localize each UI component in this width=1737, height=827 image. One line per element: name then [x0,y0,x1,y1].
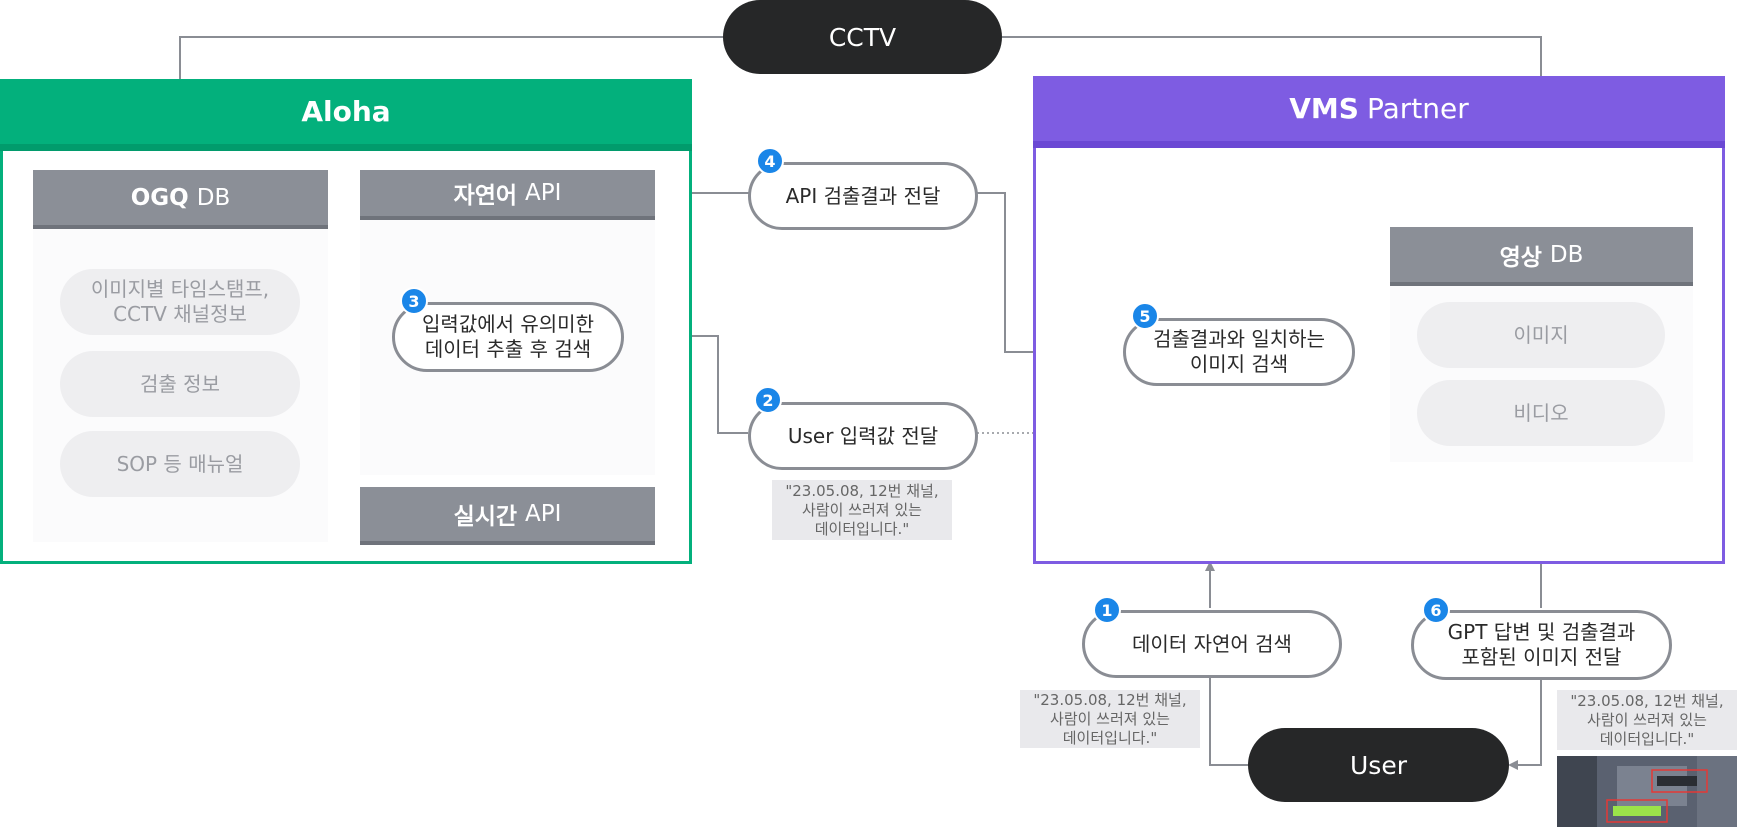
cctv-node: CCTV [723,0,1002,74]
video-db-item-video: 비디오 [1417,380,1665,446]
ogq-item-sop: SOP 등 매뉴얼 [60,431,300,497]
nl-api-header: 자연어 API [360,170,655,220]
step-2-user-input-forward: User 입력값 전달 [748,402,978,470]
user-node: User [1248,728,1509,802]
quote-under-step-2: "23.05.08, 12번 채널, 사람이 쓰러져 있는 데이터입니다." [772,480,952,540]
step-2-badge: 2 [754,386,782,414]
aloha-header: Aloha [0,79,692,151]
video-db-header: 영상 DB [1390,227,1693,286]
ogq-item-timestamp: 이미지별 타임스탬프, CCTV 채널정보 [60,269,300,335]
step-6-badge: 6 [1422,596,1450,624]
ogq-db-header: OGQ DB [33,170,328,229]
video-db-title-rest: DB [1549,241,1584,268]
cctv-snapshot-thumbnail [1557,756,1737,827]
step-5-image-search: 검출결과와 일치하는 이미지 검색 [1123,318,1355,386]
step-3-extract-search: 입력값에서 유의미한 데이터 추출 후 검색 [392,302,624,372]
line-step6-user [1508,678,1542,770]
user-label: User [1350,750,1407,780]
nl-api-title-rest: API [525,180,562,206]
rt-api-title-rest: API [525,501,562,527]
ogq-db-title-rest: DB [196,184,231,211]
step-5-badge: 5 [1131,302,1159,330]
aloha-title: Aloha [301,95,391,128]
step-1-natural-language-search: 데이터 자연어 검색 [1082,610,1342,678]
step-4-badge: 4 [756,147,784,175]
step-4-api-result-forward: API 검출결과 전달 [748,162,978,230]
rt-api-title-bold: 실시간 [453,504,518,530]
quote-under-step-1: "23.05.08, 12번 채널, 사람이 쓰러져 있는 데이터입니다." [1020,690,1200,748]
nl-api-title-bold: 자연어 [453,183,518,209]
video-db-item-image: 이미지 [1417,302,1665,368]
quote-under-step-6: "23.05.08, 12번 채널, 사람이 쓰러져 있는 데이터입니다." [1557,690,1737,750]
ogq-item-detection: 검출 정보 [60,351,300,417]
cctv-snapshot-image [1557,756,1737,827]
ogq-db-title-bold: OGQ [130,184,189,211]
video-db-title-bold: 영상 [1499,244,1542,271]
vms-title-rest: Partner [1366,92,1469,125]
rt-api-header: 실시간 API [360,487,655,545]
step-6-gpt-answer-forward: GPT 답변 및 검출결과 포함된 이미지 전달 [1411,610,1672,680]
vms-title-bold: VMS [1289,92,1359,125]
step-3-badge: 3 [400,287,428,315]
cctv-label: CCTV [828,22,897,52]
step-1-badge: 1 [1093,596,1121,624]
